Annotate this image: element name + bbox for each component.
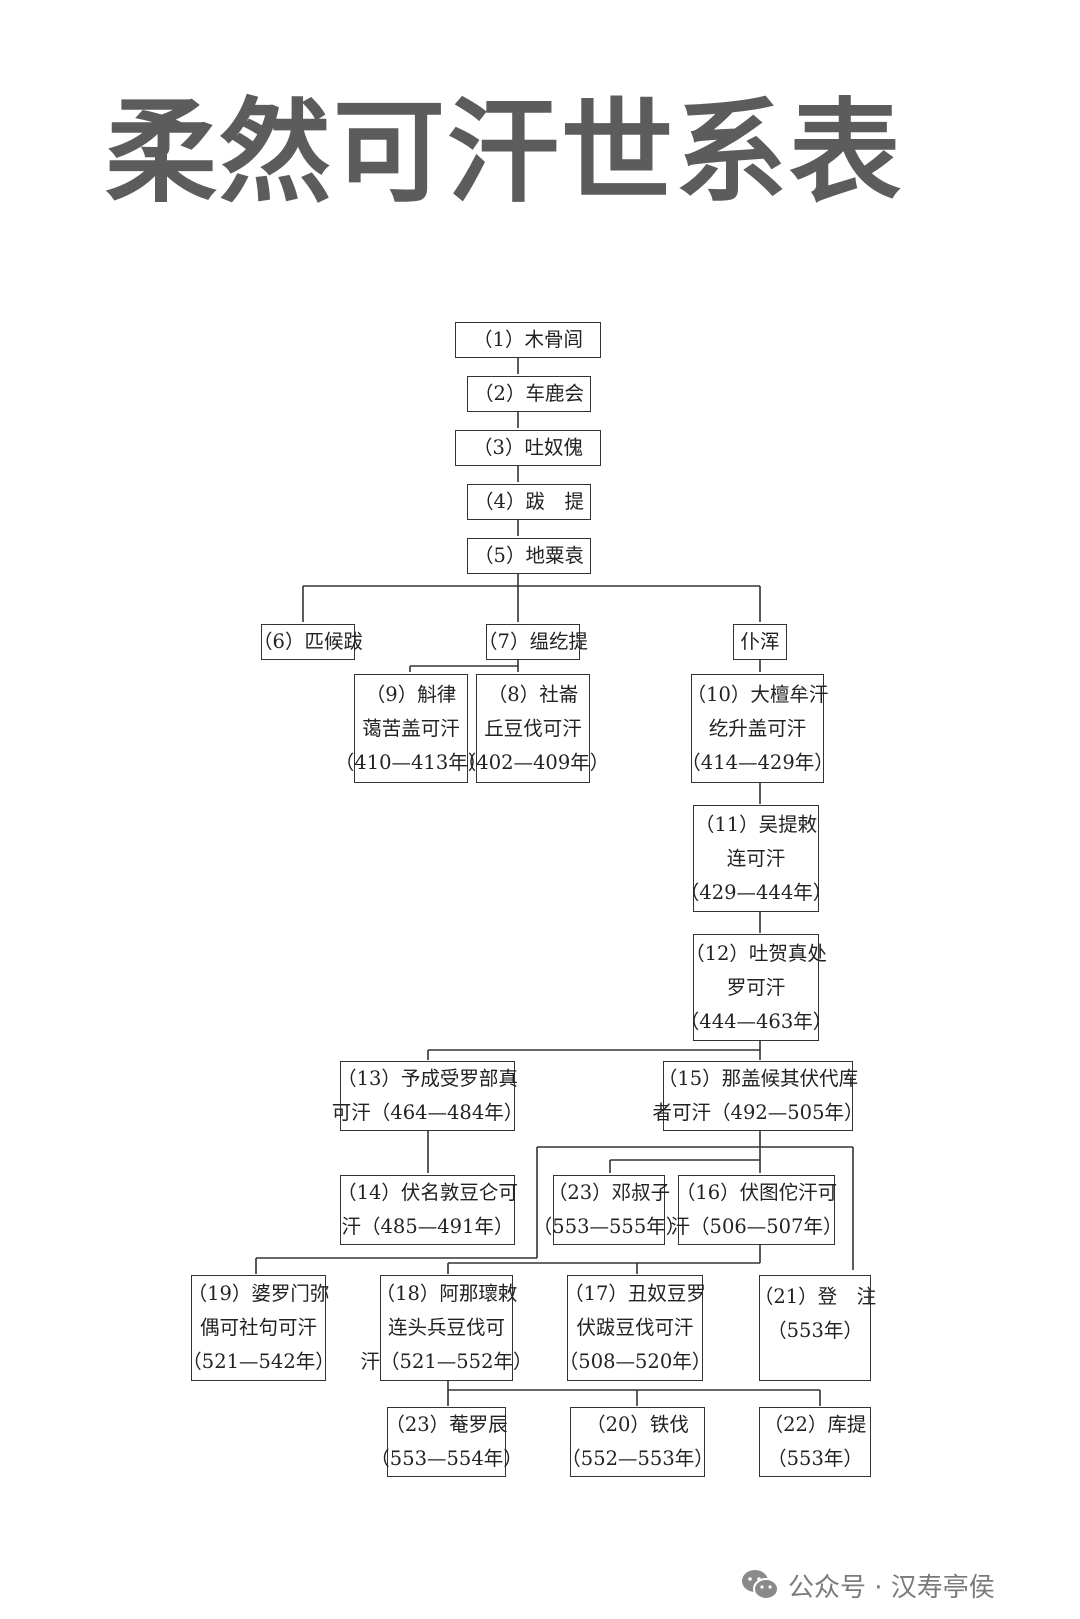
box-5-disuyuan: （5）地粟袁 [467, 538, 591, 574]
box-line: 汗（485—491年） [341, 1215, 514, 1238]
box-line: （444—463年） [679, 1009, 833, 1033]
box-16-fututuo: （16）伏图佗汗可汗（506—507年） [671, 1175, 842, 1245]
box-line: （414—429年） [681, 750, 834, 774]
box-line: （553—555年） [532, 1215, 686, 1238]
box-puhun: 仆浑 [733, 624, 787, 660]
box-11-wuti: （11）吴提敕连可汗 （429—444年） [680, 805, 832, 912]
box-line: 伏跋豆伐可汗 [576, 1316, 694, 1339]
box-line: （2）车鹿会 [474, 382, 584, 405]
box-13-yucheng: （13）予成受罗部真可汗（464—484年） [332, 1061, 523, 1131]
box-15-nagai: （15）那盖候其伏代库者可汗（492—505年） [653, 1061, 863, 1131]
box-line: （4）跋 提 [474, 490, 584, 513]
box-line: （553年） [767, 1447, 863, 1470]
box-17-chounu: （17）丑奴豆罗伏跋豆伐可汗 （508—520年） [559, 1275, 711, 1381]
box-7-yunheti: （7）缊纥提 [478, 624, 588, 660]
box-line: （7）缊纥提 [478, 630, 588, 653]
box-line: （17）丑奴豆罗 [564, 1282, 706, 1305]
box-line: （3）吐奴傀 [473, 436, 583, 459]
box-4-bati: （4）跋 提 [467, 484, 591, 520]
box-line: （11）吴提敕 [694, 812, 818, 836]
box-line: （553年） [767, 1319, 863, 1342]
box-line: （552—553年） [561, 1447, 714, 1470]
box-line: （23）菴罗辰 [385, 1413, 508, 1436]
box-line: （16）伏图佗汗可 [675, 1181, 838, 1204]
box-line: （12）吐贺真处 [685, 941, 827, 965]
box-2-chelukui: （2）车鹿会 [467, 376, 591, 412]
box-line: 偶可社句可汗 [199, 1316, 317, 1339]
box-line: （508—520年） [558, 1350, 712, 1373]
box-23-dengshuzi: （23）邓叔子 （553—555年） [533, 1175, 685, 1245]
box-19-poluomen: （19）婆罗门弥偶可社句可汗 （521—542年） [182, 1275, 335, 1381]
box-line: 丘豆伐可汗 [484, 716, 582, 740]
box-line: 罗可汗 [726, 975, 786, 999]
box-6-pihouba: （6）匹候跋 [253, 624, 363, 660]
box-21-dengzhu: （21）登 注 （553年） [754, 1275, 876, 1381]
box-line: （22）库提 [763, 1413, 867, 1436]
box-line: （10）大檀牟汗 [686, 682, 829, 706]
box-9-hulv: （9）斛律蔼苦盖可汗 （410—413年） [335, 674, 487, 783]
box-line: 纥升盖可汗 [708, 716, 807, 740]
box-line: （8）社崙 [487, 682, 579, 706]
box-line: （18）阿那瓌敕 [375, 1282, 518, 1305]
watermark-text: 公众号 · 汉寿亭侯 [788, 1572, 995, 1603]
box-20-tiefa: （20）铁伐 （552—553年） [561, 1407, 714, 1477]
box-line: 可汗（464—484年） [331, 1101, 524, 1124]
box-line: （20）铁伐 [586, 1413, 689, 1436]
box-line: （429—444年） [679, 880, 833, 904]
box-8-shelun: （8）社崙丘豆伐可汗 （402—409年） [457, 674, 609, 783]
box-1-mugulv: （1）木骨闾 [455, 322, 601, 358]
wechat-icon [742, 1570, 779, 1600]
box-line: （5）地粟袁 [474, 544, 584, 567]
box-line: （410—413年） [334, 750, 488, 774]
box-14-fumingdun: （14）伏名敦豆仑可汗（485—491年） [337, 1175, 518, 1245]
box-line: 汗（506—507年） [670, 1215, 843, 1238]
box-line: （13）予成受罗部真 [337, 1067, 518, 1090]
box-18-anagui: （18）阿那瓌敕连头兵豆伐可汗（521—552年） [361, 1275, 532, 1381]
box-line: 汗（521—552年） [360, 1350, 533, 1373]
box-line: 仆浑 [740, 630, 780, 653]
box-23-anluochen: （23）菴罗辰 （553—554年） [370, 1407, 523, 1477]
box-22-kuti: （22）库提 （553年） [759, 1407, 871, 1477]
box-line: 连可汗 [726, 846, 786, 870]
box-line: （9）斛律 [365, 682, 457, 706]
box-line: 连头兵豆伐可 [387, 1316, 505, 1339]
box-line: （14）伏名敦豆仑可 [337, 1181, 518, 1204]
box-line: （15）那盖候其伏代库 [657, 1067, 859, 1090]
box-3-tunukui: （3）吐奴傀 [455, 430, 601, 466]
box-12-tuhezhen: （12）吐贺真处罗可汗 （444—463年） [680, 934, 832, 1041]
box-line: （1）木骨闾 [473, 328, 583, 351]
page-title: 柔然可汗世系表 [105, 88, 903, 218]
box-line: 者可汗（492—505年） [652, 1101, 864, 1124]
box-line: （21）登 注 [753, 1285, 877, 1308]
box-line: （553—554年） [370, 1447, 523, 1470]
box-line: （402—409年） [456, 750, 610, 774]
box-line: （6）匹候跋 [253, 630, 363, 653]
box-line: 蔼苦盖可汗 [362, 716, 460, 740]
box-line: （23）邓叔子 [547, 1181, 671, 1204]
box-10-datan: （10）大檀牟汗纥升盖可汗 （414—429年） [681, 674, 834, 783]
box-line: （19）婆罗门弥 [187, 1282, 330, 1305]
watermark: 公众号 · 汉寿亭侯 [740, 1565, 995, 1605]
box-line: （521—542年） [182, 1350, 335, 1373]
